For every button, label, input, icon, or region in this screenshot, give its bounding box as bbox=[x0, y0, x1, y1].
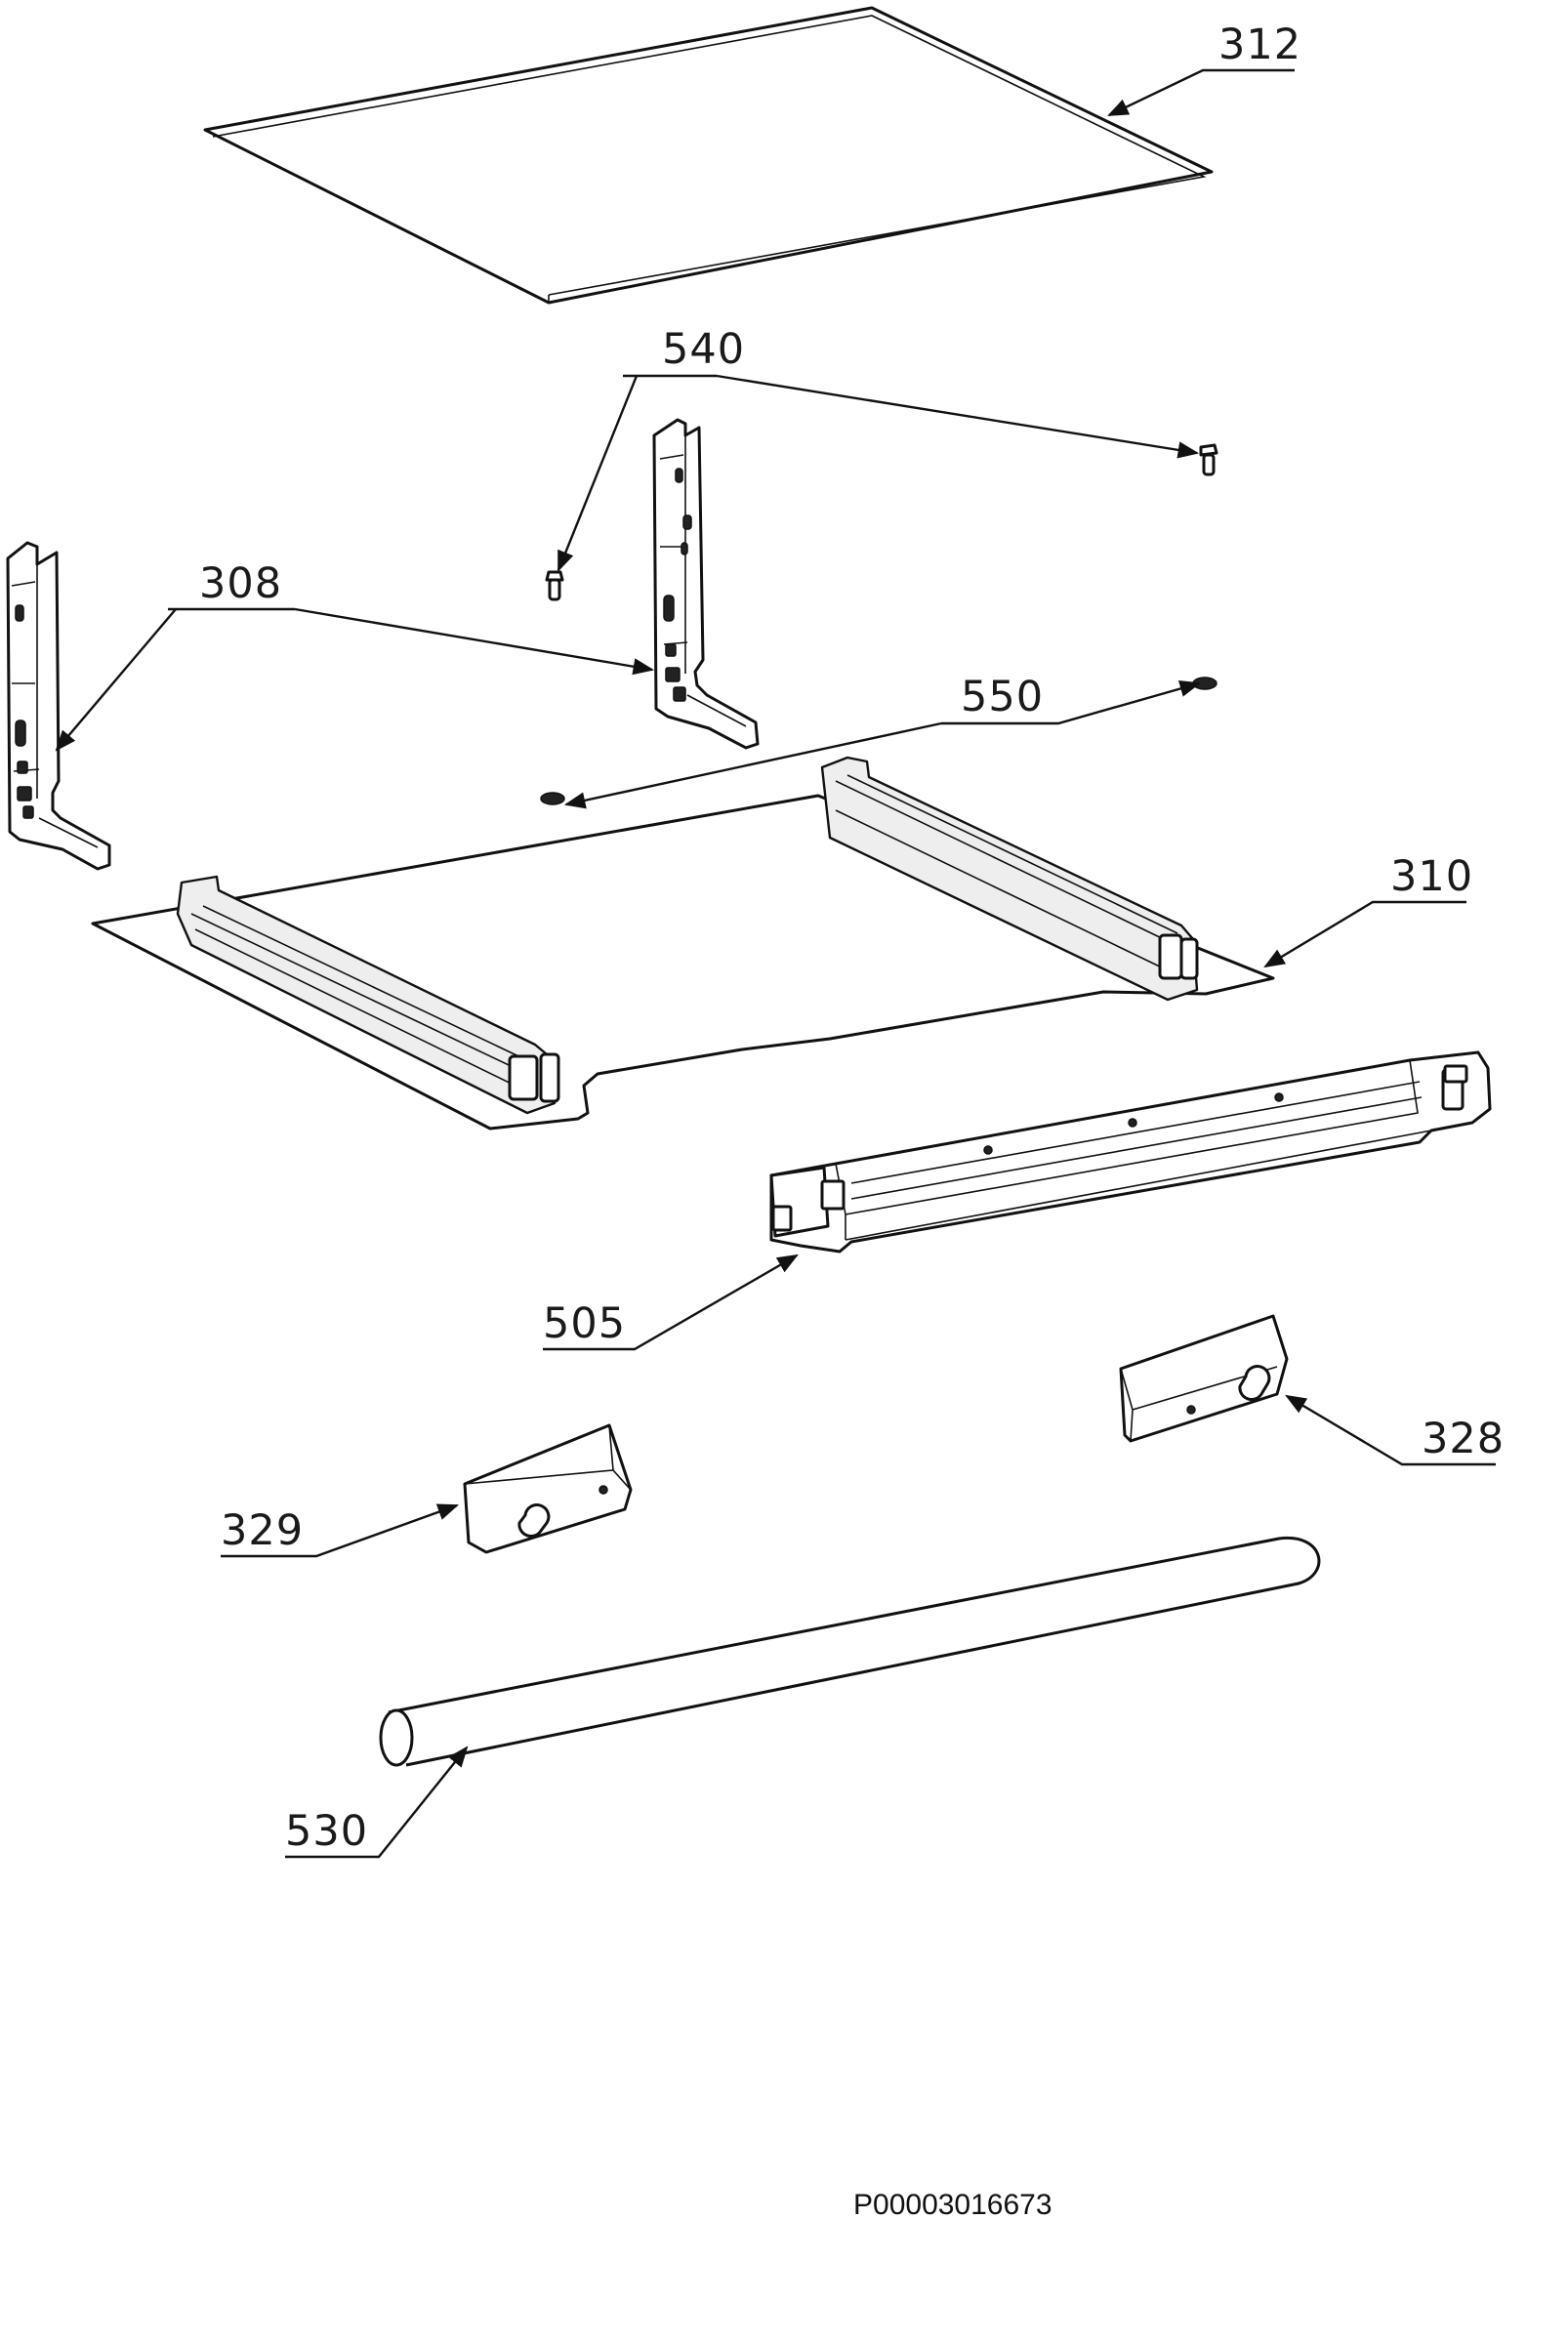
callout-310: 310 bbox=[1390, 852, 1473, 901]
part-540-screw-right bbox=[1199, 443, 1218, 476]
callout-308: 308 bbox=[199, 559, 282, 608]
callout-329: 329 bbox=[221, 1506, 304, 1555]
part-550-washer-left bbox=[540, 792, 565, 805]
part-328-end-cap-right bbox=[1119, 1314, 1289, 1443]
part-329-end-cap-left bbox=[463, 1423, 633, 1554]
part-530-tube bbox=[379, 1536, 1321, 1767]
part-310-door-frame bbox=[91, 756, 1275, 1130]
drawing-code: P00003016673 bbox=[853, 2189, 1052, 2221]
part-540-screw-left bbox=[545, 570, 564, 601]
callout-505: 505 bbox=[543, 1299, 626, 1348]
callout-550: 550 bbox=[961, 673, 1044, 721]
part-308-hinge-left bbox=[6, 541, 111, 871]
callout-312: 312 bbox=[1218, 21, 1301, 69]
callout-530: 530 bbox=[285, 1807, 368, 1856]
part-308-hinge-right bbox=[652, 418, 760, 750]
part-312-glass-plate bbox=[203, 6, 1214, 305]
callout-540: 540 bbox=[662, 325, 745, 374]
callout-328: 328 bbox=[1422, 1415, 1505, 1463]
leader-lines bbox=[55, 68, 1496, 1859]
part-505-handle-bar bbox=[769, 1050, 1492, 1254]
